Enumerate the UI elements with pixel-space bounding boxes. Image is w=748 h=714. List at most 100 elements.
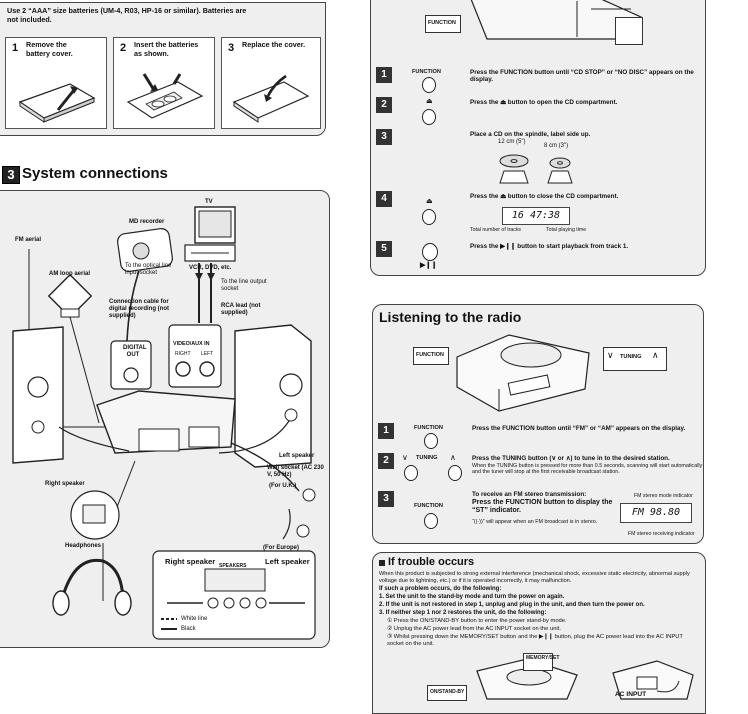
step-bullet: “((·))” will appear when an FM broadcast… (472, 519, 598, 525)
step-text: Insert the batteries as shown. (134, 40, 199, 58)
trouble-subitem-3: ③ Whilst pressing down the MEMORY/SET bu… (387, 634, 683, 647)
radio-title: Listening to the radio (379, 309, 522, 325)
ac-input-label: AC INPUT (615, 691, 647, 698)
label-left-speaker: Left speaker (279, 453, 315, 459)
function-button-icon (424, 433, 438, 449)
step-number: 4 (376, 191, 392, 207)
label-white-line: White line (181, 616, 208, 622)
label-tv: TV (205, 199, 213, 205)
cd-lcd-display: 16 47:38 (502, 207, 570, 225)
battery-note: Use 2 “AAA” size batteries (UM-4, R03, H… (7, 6, 247, 24)
trouble-item-2: 2. If the unit is not restored in step 1… (379, 602, 645, 608)
eject-icon: ⏏ (426, 198, 433, 205)
function-label: FUNCTION (414, 503, 443, 509)
bullet-square-icon (379, 560, 385, 566)
label-left-speaker-box: Left speaker (265, 557, 310, 566)
radio-tuning-callout: ∨ TUNING ∧ (603, 347, 667, 371)
cd-step-3: 3 Place a CD on the spindle, label side … (374, 129, 702, 187)
trouble-panel: If trouble occurs When this product is s… (372, 552, 706, 714)
label-wall-socket: Wall socket (AC 230 V, 50 Hz) (267, 465, 324, 478)
system-connections-title: System connections (22, 165, 168, 182)
cd-step-1: 1 FUNCTION Press the FUNCTION button unt… (374, 67, 702, 93)
label-right-jack: RIGHT (175, 351, 191, 357)
memory-set-callout: MEMORY/SET (523, 653, 559, 671)
system-connections-panel: FM aerial AM loop aerial MD recorder TV … (0, 190, 330, 648)
play-pause-button-icon (422, 243, 438, 261)
step-text: Remove the battery cover. (26, 40, 73, 58)
step-text: Replace the cover. (242, 40, 306, 49)
step-number: 5 (376, 241, 392, 257)
label-fm-stereo-mode: FM stereo mode indicator (634, 493, 693, 499)
label-video-aux: VIDEO/AUX IN (173, 341, 210, 347)
label-total-tracks: Total number of tracks (470, 227, 522, 233)
step-text: Press the ⏏ button to close the CD compa… (470, 193, 619, 200)
radio-unit-illustration (456, 334, 590, 412)
step-number: 1 (12, 42, 19, 54)
section-number-badge: 3 (2, 166, 20, 184)
label-for-europe: (For Europe) (263, 545, 299, 551)
step-text: Press the ⏏ button to open the CD compar… (470, 99, 618, 106)
label-connection-cable: Connection cable for digital recording (… (109, 299, 169, 319)
trouble-item-1: 1. Set the unit to the stand-by mode and… (379, 594, 565, 600)
step-number: 3 (228, 42, 235, 54)
step-number: 2 (120, 42, 127, 54)
label-for-uk: (For U.K.) (269, 483, 297, 489)
step-text-1: To receive an FM stereo transmission: (472, 491, 587, 498)
label-vcr: VCR, DVD, etc. (189, 265, 232, 271)
label-right-speaker: Right speaker (45, 481, 85, 487)
cd-step-2: 2 ⏏ Press the ⏏ button to open the CD co… (374, 97, 702, 125)
label-rca: RCA lead (not supplied) (221, 303, 261, 316)
trouble-title: If trouble occurs (388, 556, 475, 568)
trouble-intro: When this product is subjected to strong… (379, 571, 690, 584)
radio-panel: Listening to the radio FUNCTION ∨ TUNING… (372, 304, 704, 544)
on-standby-callout: ON/STAND-BY (427, 685, 467, 701)
function-label: FUNCTION (412, 69, 441, 75)
fm-lcd-display: FM 98.80 (620, 503, 692, 523)
tuning-down-icon: ∨ (402, 453, 408, 462)
tuning-down-button-icon (404, 465, 418, 481)
battery-remote-illustration (18, 83, 96, 123)
battery-insert-illustration (126, 73, 204, 119)
tuning-up-icon: ∧ (652, 350, 659, 360)
tuning-up-button-icon (448, 465, 462, 481)
battery-replace-illustration (232, 74, 310, 123)
function-button-icon (422, 77, 436, 93)
label-optical: To the optical line input socket (125, 263, 172, 276)
step-number: 3 (376, 129, 392, 145)
step-subtext: When the TUNING button is pressed for mo… (472, 463, 703, 476)
step-number: 2 (378, 453, 394, 469)
tuning-label: TUNING (416, 455, 438, 461)
label-left-jack: LEFT (201, 351, 214, 357)
label-headphones: Headphones (65, 543, 102, 549)
cd-function-callout: FUNCTION (425, 15, 461, 33)
trouble-item-3: 3. If neither step 1 nor 2 restores the … (379, 610, 547, 616)
step-text: Place a CD on the spindle, label side up… (470, 131, 591, 138)
step-text: Press the TUNING button (∨ or ∧) to tune… (472, 455, 670, 462)
label-am-loop: AM loop aerial (49, 271, 91, 277)
label-line-output: To the line output socket (221, 279, 267, 292)
radio-function-callout: FUNCTION (413, 347, 449, 365)
label-md-recorder: MD recorder (129, 219, 165, 225)
function-label: FUNCTION (414, 425, 443, 431)
cd-step-4: 4 ⏏ Press the ⏏ button to close the CD c… (374, 191, 702, 237)
cd-8cm-label: 8 cm (3") (544, 143, 569, 149)
label-fm-stereo-receiving: FM stereo receiving indicator (628, 531, 695, 537)
label-right-speaker-box: Right speaker (165, 557, 216, 566)
play-pause-icon: ▶❙❙ (420, 262, 438, 269)
radio-step-3: 3 FUNCTION To receive an FM stereo trans… (376, 491, 704, 539)
tuning-down-icon: ∨ (607, 350, 614, 360)
label-speakers: SPEAKERS (219, 563, 247, 569)
trouble-lead: If such a problem occurs, do the followi… (379, 586, 502, 592)
battery-step-1: 1 Remove the battery cover. (5, 37, 107, 129)
step-number: 1 (378, 423, 394, 439)
connections-diagram (12, 206, 316, 640)
cd-disc-illustration (499, 154, 573, 184)
battery-step-2: 2 Insert the batteries as shown. (113, 37, 215, 129)
cd-step-5: 5 ▶❙❙ Press the ▶❙❙ button to start play… (374, 241, 702, 271)
trouble-subitem-1: ① Press the ON/STAND-BY button to enter … (387, 618, 567, 624)
eject-button-icon (422, 109, 436, 125)
step-text: Press the FUNCTION button until “FM” or … (472, 425, 686, 432)
battery-step-3: 3 Replace the cover. (221, 37, 321, 129)
eject-icon: ⏏ (426, 98, 433, 105)
function-button-icon (424, 513, 438, 529)
